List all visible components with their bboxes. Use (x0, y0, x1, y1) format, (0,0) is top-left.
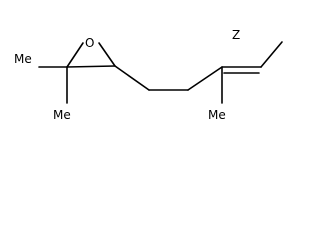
methyl-label-bottom-left: Me (53, 108, 71, 122)
stereo-descriptor-label: Z (232, 28, 240, 42)
bond-c5-c6 (187, 66, 223, 91)
oxygen-atom-label: O (85, 36, 94, 50)
methyl-label-left: Me (14, 52, 32, 66)
bond-c7-c8 (260, 41, 283, 68)
bond-c2-o (66, 42, 84, 68)
bond-c3-c4 (114, 65, 150, 91)
bond-o-c3 (98, 42, 116, 67)
epoxide-molecule-diagram: O Z Me Me Me (14, 28, 283, 122)
bond-c2-c3 (66, 65, 116, 68)
methyl-label-bottom-right: Me (208, 108, 226, 122)
